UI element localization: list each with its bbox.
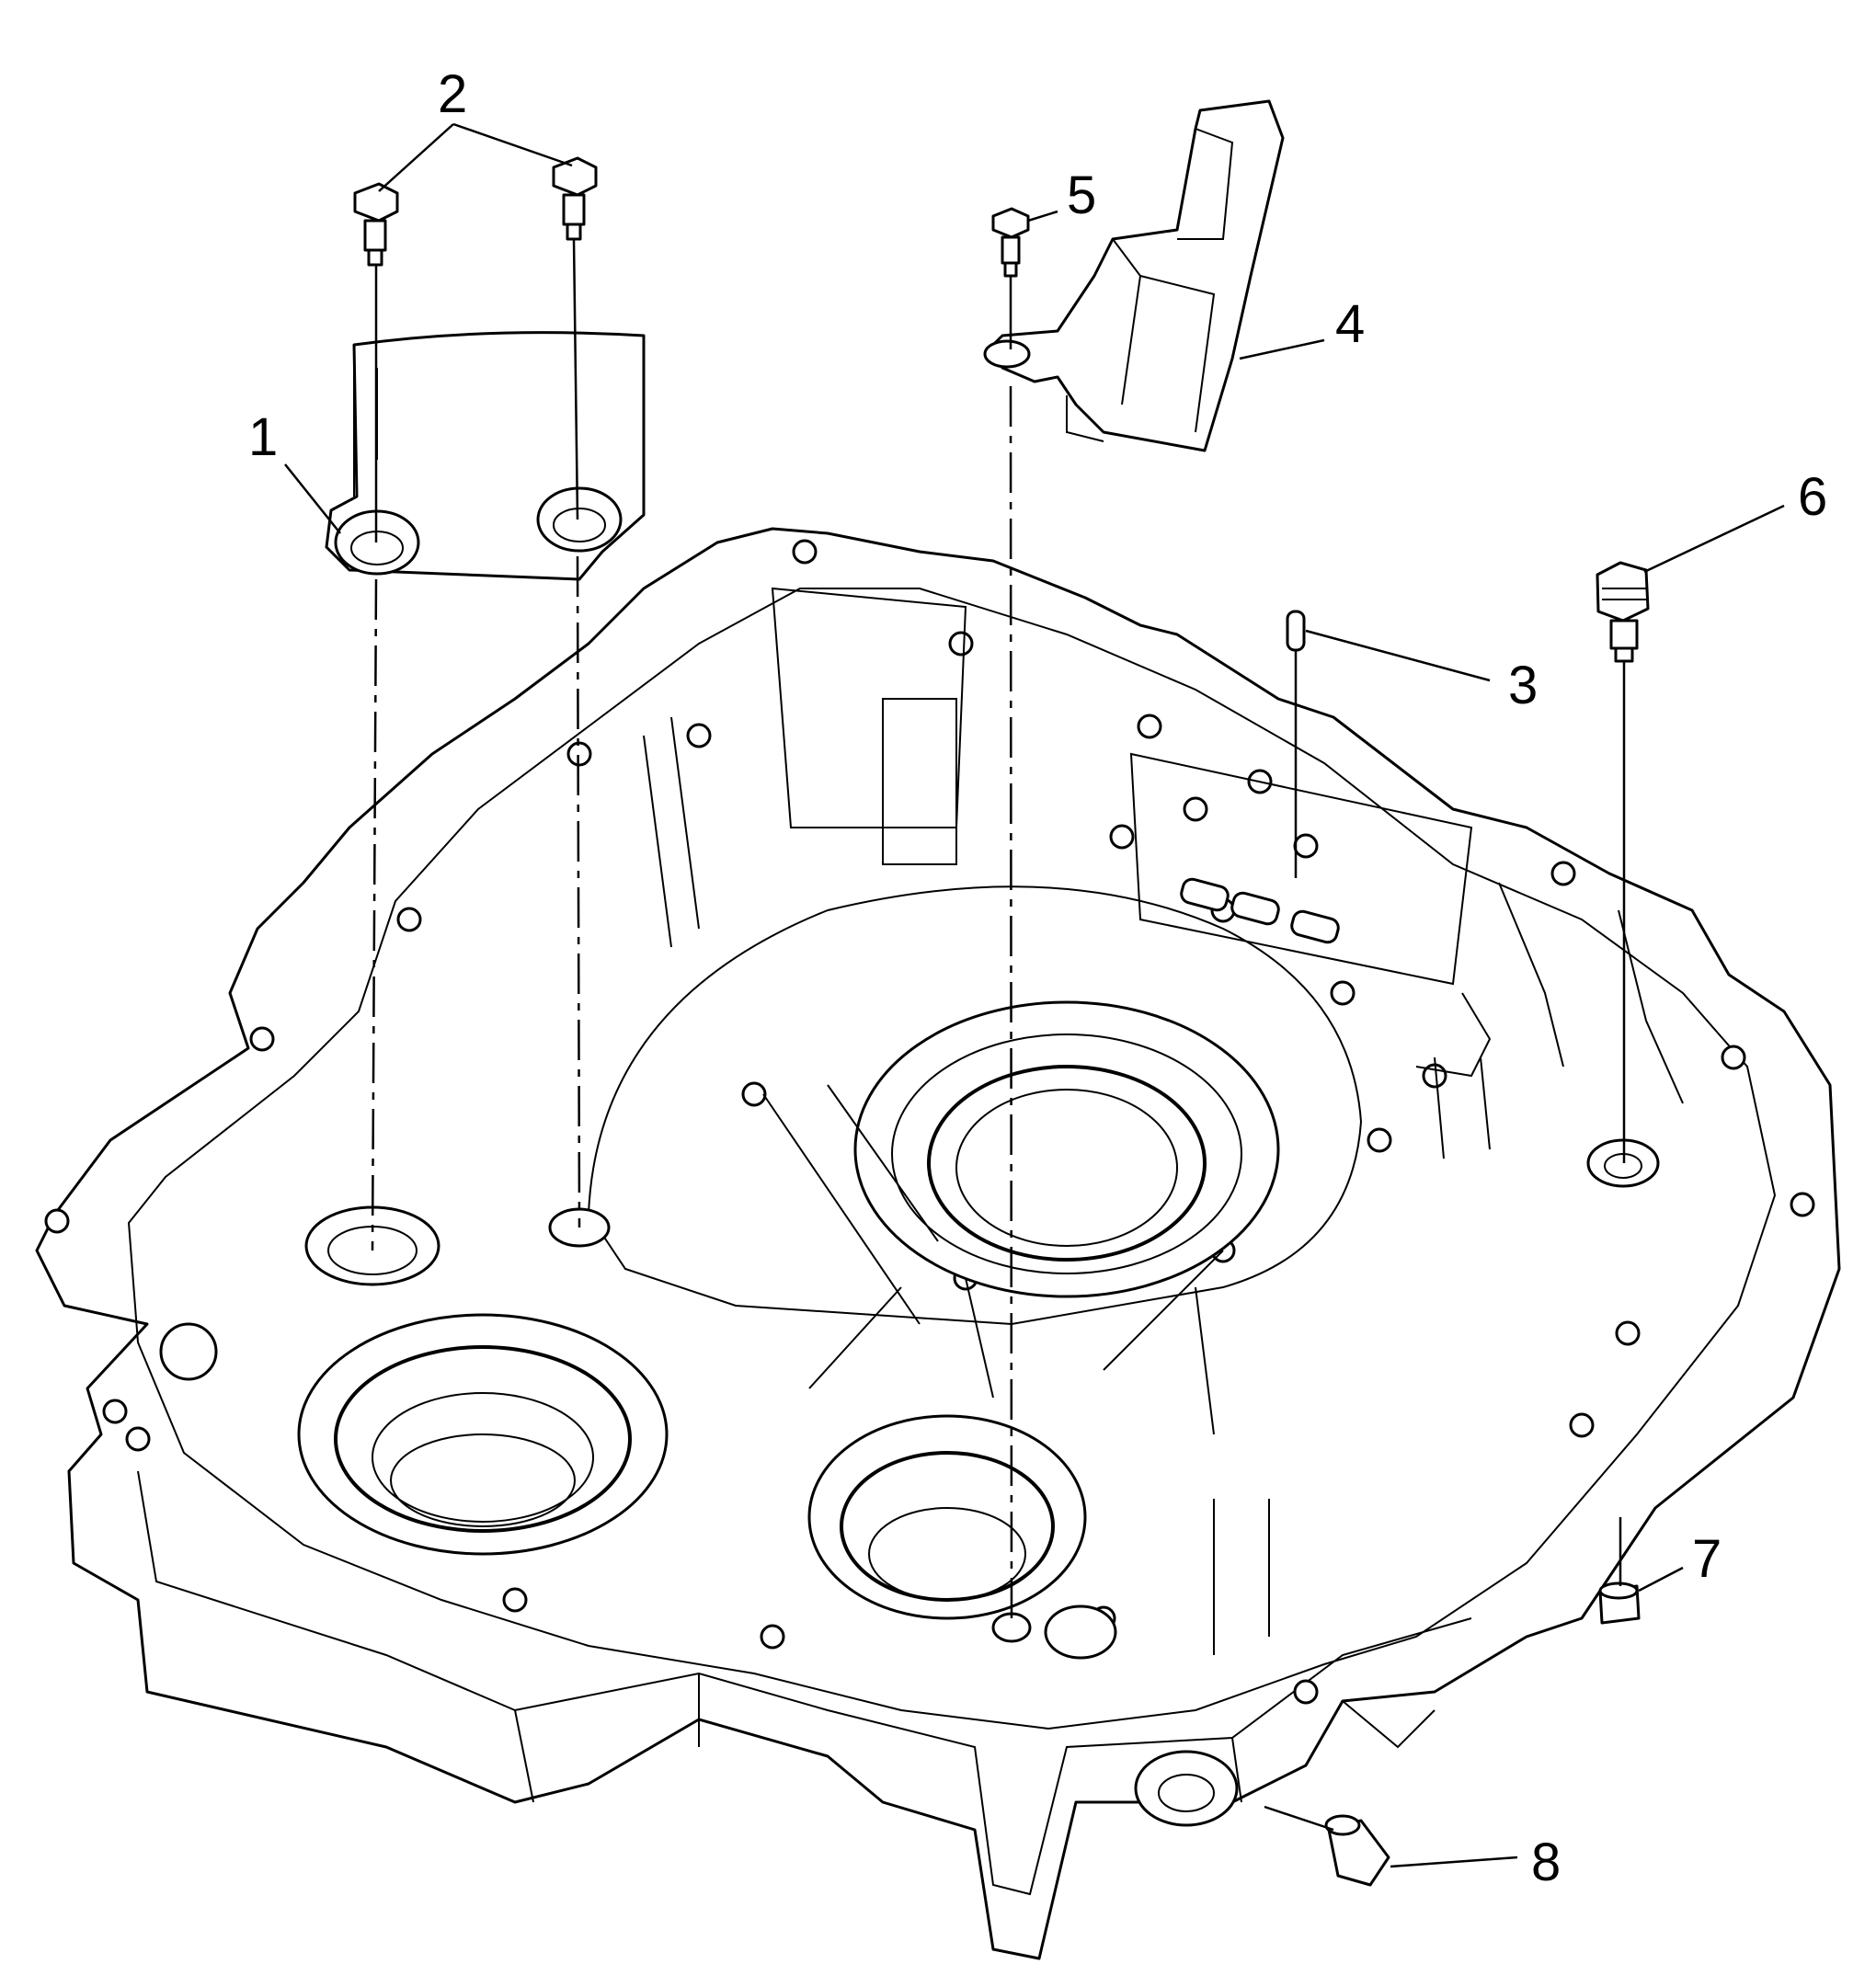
main-bearing-bore (853, 1000, 1280, 1298)
callout-4: 4 (1335, 294, 1365, 354)
callout-labels: 1 2 3 4 5 6 7 8 (248, 64, 1827, 1892)
part-4-bracket (983, 99, 1285, 452)
callout-3: 3 (1508, 656, 1538, 715)
part-1-cover-plate (325, 331, 646, 581)
callout-6: 6 (1798, 467, 1827, 527)
callout-2: 2 (438, 64, 467, 124)
transmission-case (35, 527, 1841, 1960)
part-2-bolt-right (552, 156, 598, 241)
valve-body-ports (1180, 877, 1340, 944)
part-8-drain-plug (1324, 1814, 1390, 1887)
callout-8: 8 (1531, 1833, 1561, 1892)
part-7-plug (1598, 1582, 1641, 1625)
leader-lines (284, 122, 1785, 1868)
part-5-bolt (991, 207, 1030, 278)
callout-7: 7 (1692, 1529, 1722, 1589)
part-2-bolt-left (353, 182, 399, 267)
lower-bearing-bore (807, 1414, 1087, 1620)
flange-bolt-holes (44, 539, 1815, 1705)
callout-5: 5 (1067, 166, 1096, 225)
alignment-lines (371, 238, 1626, 1832)
callout-1: 1 (248, 407, 278, 467)
part-6-fitting (1596, 561, 1650, 663)
part-3-dowel-pin (1286, 610, 1306, 652)
left-bearing-bore (297, 1313, 669, 1556)
